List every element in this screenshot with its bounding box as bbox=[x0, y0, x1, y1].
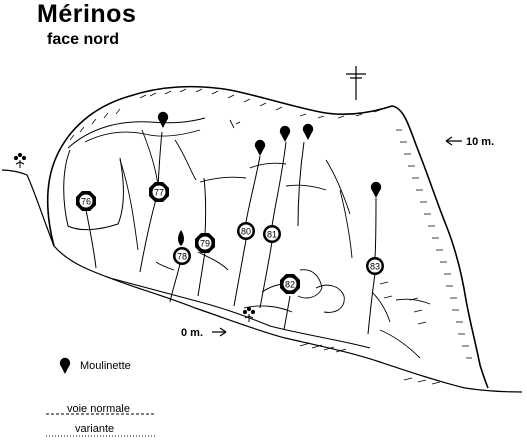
moulinette-anchor-icon bbox=[254, 139, 266, 156]
legend-voie-normale-label: voie normale bbox=[67, 403, 130, 415]
route-number: 76 bbox=[81, 197, 91, 207]
arch-line bbox=[84, 129, 201, 143]
route-marker-83: 83 bbox=[366, 257, 384, 275]
legend-moulinette-icon bbox=[59, 357, 71, 374]
rock-features bbox=[119, 119, 431, 359]
scale-arrow-bottom bbox=[212, 327, 227, 337]
moulinette-anchor-icon bbox=[279, 125, 291, 142]
ground-line bbox=[1, 169, 523, 393]
route-number: 83 bbox=[370, 262, 380, 272]
scale-label-bottom: 0 m. bbox=[181, 327, 203, 339]
left-wall bbox=[63, 149, 124, 231]
route-marker-78: 78 bbox=[173, 247, 191, 265]
route-number: 81 bbox=[267, 230, 277, 240]
route-marker-76: 76 bbox=[76, 191, 96, 211]
legend-variante-label: variante bbox=[75, 423, 114, 435]
route-marker-81: 81 bbox=[263, 225, 281, 243]
route-number: 77 bbox=[154, 188, 164, 198]
moulinette-anchor-icon bbox=[302, 123, 314, 140]
route-lines bbox=[85, 131, 377, 335]
leaf-icon bbox=[178, 230, 184, 246]
boulder-base bbox=[109, 277, 371, 349]
moulinette-anchor-icon bbox=[370, 181, 382, 198]
route-marker-82: 82 bbox=[280, 274, 300, 294]
route-marker-77: 77 bbox=[149, 182, 169, 202]
page-subtitle: face nord bbox=[47, 31, 120, 48]
route-number: 79 bbox=[200, 239, 210, 249]
route-marker-79: 79 bbox=[195, 233, 215, 253]
legend-moulinette-label: Moulinette bbox=[80, 360, 131, 372]
summit-cross-icon bbox=[346, 66, 366, 100]
page-title: Mérinos bbox=[37, 0, 137, 28]
plant-icon bbox=[242, 306, 256, 322]
scale-label-top: 10 m. bbox=[466, 136, 494, 148]
arch-line bbox=[67, 117, 206, 149]
moulinette-anchor-icon bbox=[157, 111, 169, 128]
route-marker-80: 80 bbox=[237, 222, 255, 240]
boulder-outline bbox=[46, 85, 489, 389]
route-number: 78 bbox=[177, 252, 187, 262]
scale-arrow-top bbox=[445, 136, 462, 146]
plant-icon bbox=[13, 152, 27, 168]
route-number: 82 bbox=[285, 280, 295, 290]
rock-hatching bbox=[69, 88, 472, 385]
route-number: 80 bbox=[241, 227, 251, 237]
